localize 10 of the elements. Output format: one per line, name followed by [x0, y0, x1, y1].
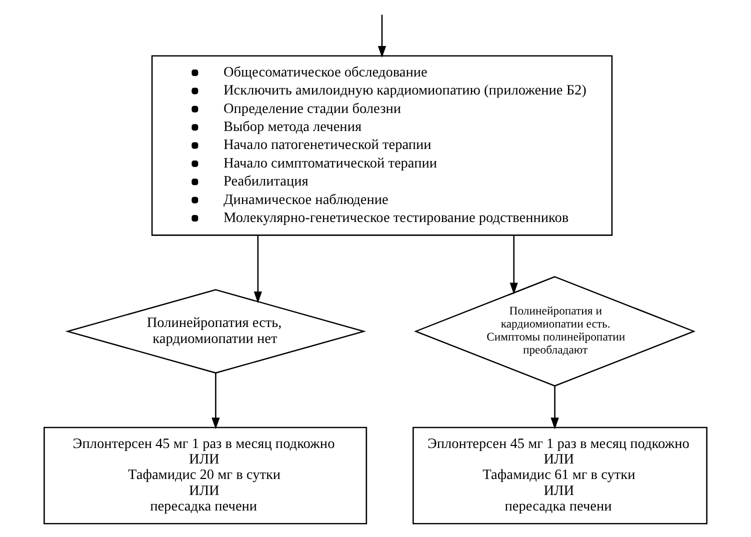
arrow — [510, 236, 518, 294]
arrow — [254, 236, 262, 304]
arrow — [550, 386, 559, 430]
node-box: Эплонтерсен 45 мг 1 раз в месяц подкожно ИЛИ Тафамидис 20 мг в сутки ИЛИ пересадка печени — [44, 426, 368, 524]
node-diamond: Полинейропатия есть, кардиомиопатии нет — [65, 289, 366, 374]
node-box: Общесоматическое обследование Исключить амилоидную кардиомиопатию (приложение Б2) Определение стадии болезни Выбор метода лечения Начало патогенетической терапии Начало симптоматической терапии Реабилитация Динамическое наблюдение Молекулярно-генетическое тестирование родственников — [151, 55, 613, 236]
arrow — [212, 373, 220, 430]
node-diamond: Полинейропатия и кардиомиопатии есть. Симптомы полинейропатии преобладают — [414, 276, 696, 387]
node-box: Эплонтерсен 45 мг 1 раз в месяц подкожно ИЛИ Тафамидис 61 мг в сутки ИЛИ пересадка печени — [412, 426, 708, 524]
arrow — [378, 14, 386, 58]
